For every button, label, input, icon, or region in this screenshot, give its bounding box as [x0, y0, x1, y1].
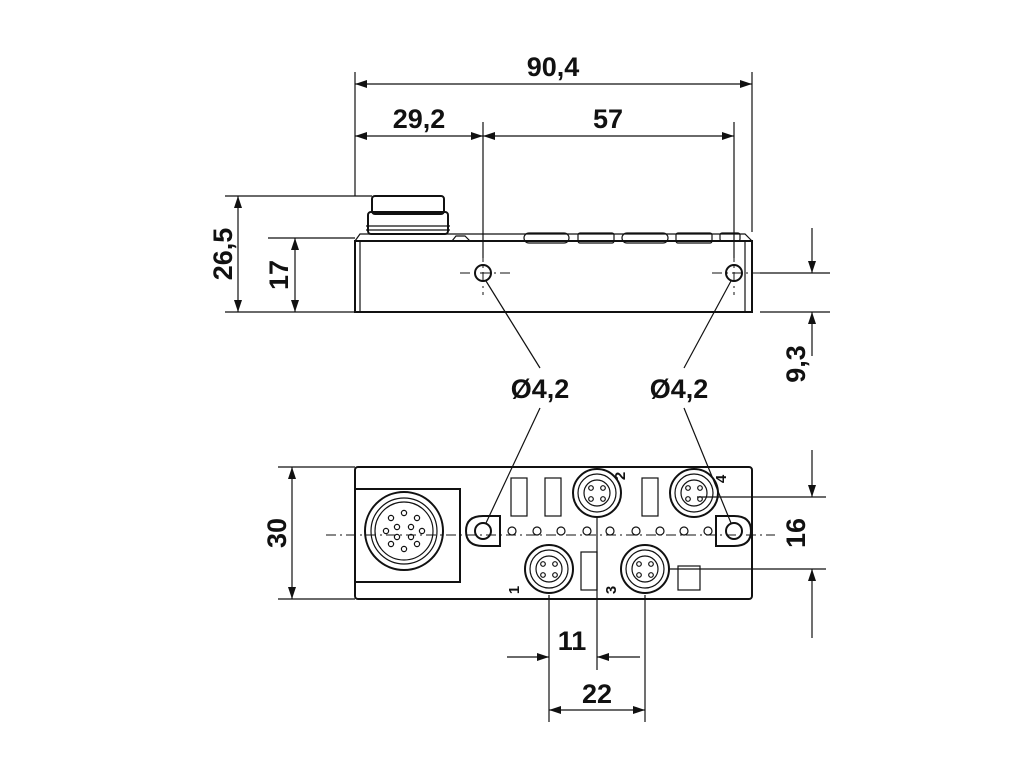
side-dimensions [225, 72, 830, 356]
top-dimensions [278, 450, 826, 722]
top-hole-right [725, 522, 743, 540]
port-label-2: 2 [612, 472, 629, 480]
port-label-1: 1 [506, 586, 523, 594]
label-fields [510, 477, 701, 591]
dim-hole-height: 9,3 [781, 345, 811, 383]
port-3 [620, 544, 670, 594]
dim-hole-diameter-left: Ø4,2 [511, 374, 570, 404]
dim-width: 30 [262, 518, 292, 548]
side-view [354, 195, 766, 313]
dim-body-height: 17 [264, 260, 294, 290]
dim-offset-left: 29,2 [393, 104, 446, 134]
dim-row-spacing: 16 [781, 518, 811, 548]
side-body-outline [354, 240, 753, 313]
dim-total-height: 26,5 [208, 228, 238, 281]
main-connector-pins [382, 509, 426, 553]
led-row [507, 526, 713, 536]
hole-leaders [485, 280, 732, 524]
side-main-connector [366, 195, 471, 242]
port-1 [524, 544, 574, 594]
port-label-4: 4 [713, 474, 730, 483]
port-2 [572, 468, 622, 518]
dim-hole-spacing: 57 [593, 104, 623, 134]
port-label-3: 3 [603, 586, 620, 594]
top-hole-left [474, 522, 492, 540]
port-4 [669, 468, 719, 518]
mounting-tab-right [715, 515, 753, 547]
dim-hole-diameter-right: Ø4,2 [650, 374, 709, 404]
side-port-caps [523, 232, 741, 244]
mounting-tab-left [464, 515, 501, 547]
dim-pitch-full: 22 [582, 679, 612, 709]
dim-overall-length: 90,4 [527, 52, 580, 82]
top-view [326, 466, 775, 600]
top-body-outline [354, 466, 753, 600]
dim-pitch-half: 11 [558, 626, 587, 656]
